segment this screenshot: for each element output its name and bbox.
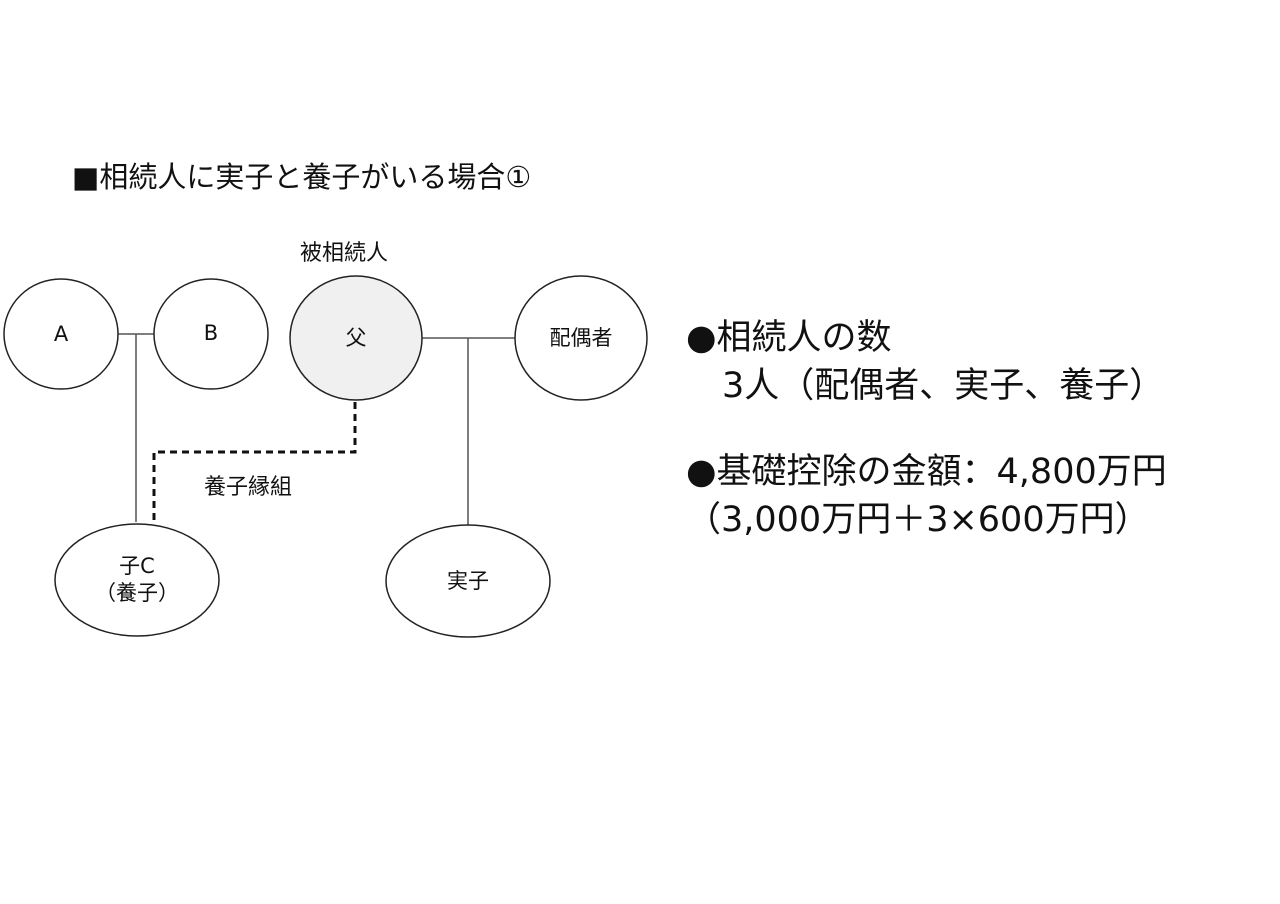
adoption-caption: 養子縁組 <box>204 475 293 500</box>
node-biological-child-label: 実子 <box>447 569 489 593</box>
node-child-c <box>54 523 220 637</box>
node-a <box>3 278 119 390</box>
node-b-label: B <box>204 321 218 345</box>
adoption-dashed-line <box>152 402 357 524</box>
node-father-label: 父 <box>346 326 367 350</box>
node-spouse-label: 配偶者 <box>550 326 613 350</box>
deduction-detail: （3,000万円＋3×600万円） <box>686 500 1150 540</box>
heirs-heading: ●相続人の数 <box>686 318 892 358</box>
deduction-summary: ●基礎控除の金額：4,800万円 （3,000万円＋3×600万円） <box>686 448 1167 544</box>
heirs-detail: 3人（配偶者、実子、養子） <box>722 366 1165 406</box>
node-a-label: A <box>54 322 69 346</box>
decedent-caption: 被相続人 <box>300 241 389 266</box>
node-spouse <box>514 275 648 401</box>
node-father <box>289 275 423 401</box>
heirs-summary: ●相続人の数 3人（配偶者、実子、養子） <box>686 314 1164 410</box>
node-child-c-label: 子C <box>119 554 155 578</box>
deduction-heading: ●基礎控除の金額：4,800万円 <box>686 452 1167 492</box>
node-child-c-note: （養子） <box>95 581 179 605</box>
node-biological-child <box>385 524 551 638</box>
page-title: ■相続人に実子と養子がいる場合① <box>72 160 532 194</box>
node-b <box>153 278 269 390</box>
